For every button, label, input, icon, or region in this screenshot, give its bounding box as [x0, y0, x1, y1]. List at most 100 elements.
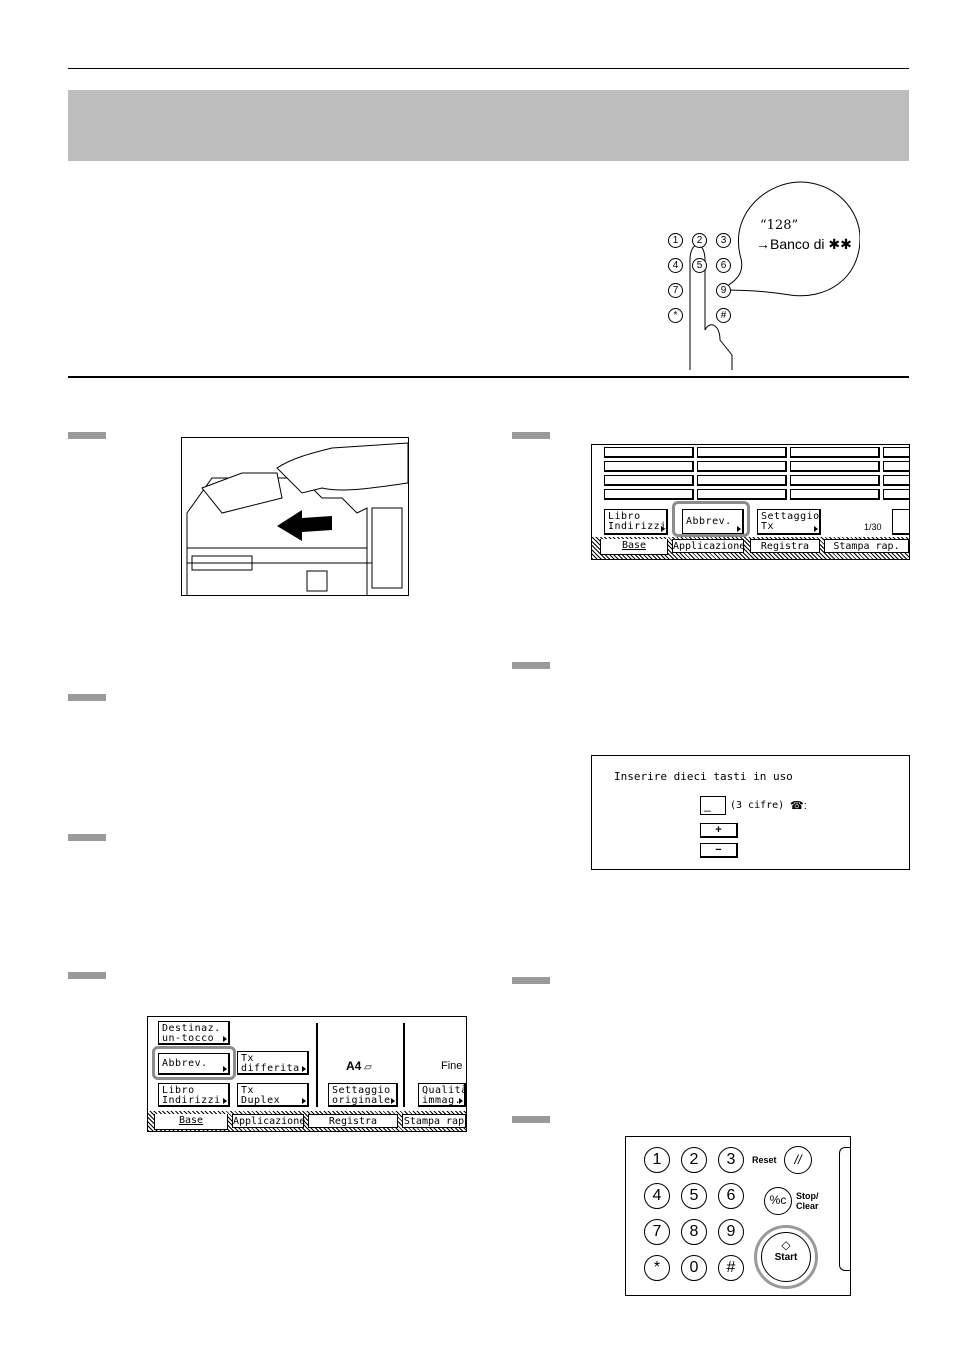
tab-base[interactable]: Base	[600, 539, 668, 555]
panel-key-hash[interactable]: #	[718, 1255, 744, 1281]
header-key-hash: #	[716, 308, 731, 323]
page-indicator: 1/30	[864, 522, 882, 532]
tab-applicazione[interactable]: Applicazione	[232, 1114, 306, 1128]
tab-stampa-rap[interactable]: Stampa rap	[402, 1114, 466, 1128]
address-cell[interactable]	[883, 475, 909, 486]
paper-orientation-icon: ▱	[361, 1062, 372, 1073]
step-bar-1	[68, 432, 106, 439]
header-key-3: 3	[716, 233, 731, 248]
phone-icon: ☎:	[790, 800, 807, 812]
abbrev-highlight	[672, 501, 750, 537]
tab-applicazione[interactable]: Applicazione	[672, 539, 746, 553]
address-cell[interactable]	[604, 461, 694, 472]
speech-bubble-icon	[689, 181, 860, 370]
minus-button[interactable]: −	[700, 843, 738, 858]
reset-button[interactable]: //	[784, 1146, 812, 1174]
address-cell[interactable]	[604, 475, 694, 486]
base-abbrev-button[interactable]: Abbrev.	[158, 1053, 230, 1075]
address-cell[interactable]	[790, 475, 880, 486]
panel-key-5[interactable]: 5	[681, 1183, 707, 1209]
panel-key-2[interactable]: 2	[681, 1147, 707, 1173]
step-bar-4	[68, 972, 106, 979]
reset-label: Reset	[752, 1155, 777, 1165]
start-label: Start	[774, 1252, 798, 1263]
header-key-7: 7	[668, 283, 683, 298]
paper-size: A4 ▱	[346, 1059, 372, 1073]
tab-registra[interactable]: Registra	[750, 539, 820, 553]
address-cell[interactable]	[697, 475, 787, 486]
step-bar-3	[68, 834, 106, 841]
start-button[interactable]: ◇ Start	[761, 1232, 811, 1282]
panel-key-6[interactable]: 6	[718, 1183, 744, 1209]
base-abbrev-highlight	[152, 1046, 236, 1080]
bubble-text: →Banco di ✱✱	[756, 236, 852, 252]
panel-key-4[interactable]: 4	[644, 1183, 670, 1209]
input-prompt: Inserire dieci tasti in uso	[614, 770, 793, 783]
divider-2	[403, 1023, 405, 1107]
address-cell[interactable]	[883, 461, 909, 472]
header-key-6: 6	[716, 258, 731, 273]
document-feeder-illustration	[181, 437, 409, 596]
start-highlight-ring	[754, 1225, 818, 1289]
destinaz-un-tocco-button[interactable]: Destinaz.un-tocco	[158, 1021, 230, 1045]
feeder-drawing-icon	[186, 442, 408, 595]
resolution-value: Fine	[441, 1060, 463, 1072]
next-page-button[interactable]	[892, 509, 909, 535]
plus-button[interactable]: +	[700, 823, 738, 838]
field-hint: (3 cifre)	[730, 800, 785, 811]
abbrev-button[interactable]: Abbrev.	[682, 509, 744, 535]
address-cell[interactable]	[790, 447, 880, 458]
step-bar-2	[68, 694, 106, 701]
tab-registra[interactable]: Registra	[308, 1114, 398, 1128]
header-key-5: 5	[692, 258, 707, 273]
address-cell[interactable]	[790, 489, 880, 500]
panel-key-8[interactable]: 8	[681, 1219, 707, 1245]
panel-key-3[interactable]: 3	[718, 1147, 744, 1173]
section-banner	[68, 90, 909, 161]
address-cell[interactable]	[883, 447, 909, 458]
step-bar-8	[512, 1116, 550, 1123]
ten-key-input-panel: Inserire dieci tasti in uso _ (3 cifre) …	[591, 755, 910, 870]
header-key-star: *	[668, 308, 683, 323]
address-cell[interactable]	[604, 447, 694, 458]
address-cell[interactable]	[697, 461, 787, 472]
panel-key-9[interactable]: 9	[718, 1219, 744, 1245]
address-cell[interactable]	[790, 461, 880, 472]
header-key-4: 4	[668, 258, 683, 273]
header-key-9: 9	[716, 283, 731, 298]
step-bar-7	[512, 977, 550, 984]
section-rule	[68, 376, 909, 378]
stop-clear-label: Stop/Clear	[796, 1191, 819, 1211]
start-icon: ◇	[781, 1238, 791, 1252]
address-cell[interactable]	[697, 489, 787, 500]
panel-key-0[interactable]: 0	[681, 1255, 707, 1281]
header-key-1: 1	[668, 233, 683, 248]
address-cell[interactable]	[697, 447, 787, 458]
step-bar-5	[512, 432, 550, 439]
address-cell[interactable]	[883, 489, 909, 500]
tab-base[interactable]: Base	[154, 1114, 228, 1130]
panel-key-1[interactable]: 1	[644, 1147, 670, 1173]
header-key-2: 2	[692, 233, 707, 248]
panel-side-rail	[839, 1147, 850, 1271]
top-rule	[68, 68, 909, 69]
address-cell[interactable]	[604, 489, 694, 500]
divider-1	[316, 1023, 318, 1107]
panel-key-star[interactable]: *	[644, 1255, 670, 1281]
panel-key-7[interactable]: 7	[644, 1219, 670, 1245]
stop-clear-button[interactable]: %c	[764, 1187, 792, 1215]
digit-field[interactable]: _	[700, 796, 726, 815]
tab-stampa-rap[interactable]: Stampa rap.	[824, 539, 909, 553]
step-bar-6	[512, 662, 550, 669]
